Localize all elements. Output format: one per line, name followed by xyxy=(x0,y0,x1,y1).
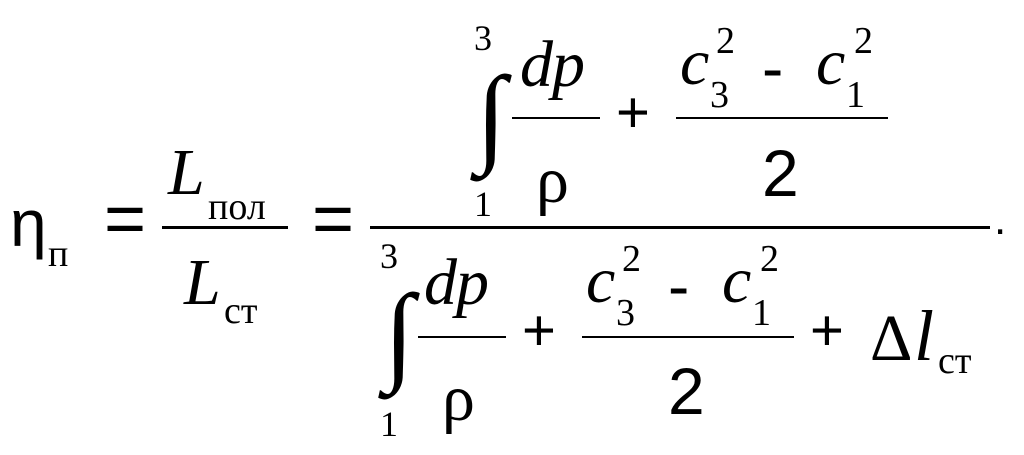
delta-symbol: Δ xyxy=(870,302,913,375)
den-integral-lower-limit: 1 xyxy=(380,404,398,444)
num-plus-1: + xyxy=(616,80,650,145)
den-d: d xyxy=(424,246,457,319)
den-integral-upper-limit: 3 xyxy=(380,236,398,276)
den-dp-fraction-bar xyxy=(418,336,506,338)
num-c3-superscript: 2 xyxy=(716,20,735,62)
num-c3-subscript: 3 xyxy=(710,74,729,116)
den-c3-subscript: 3 xyxy=(616,292,635,334)
eta-symbol: η xyxy=(10,186,47,260)
num-dp-fraction-bar xyxy=(512,117,600,119)
den-integral-sign: ∫ xyxy=(384,272,415,394)
den-minus: - xyxy=(668,250,690,322)
den-c1-subscript: 1 xyxy=(752,292,771,334)
num-p: p xyxy=(552,28,585,101)
num-d: d xyxy=(520,28,553,101)
num-c3: c xyxy=(680,26,710,99)
period: . xyxy=(994,195,1007,244)
num-c1-subscript: 1 xyxy=(846,74,865,116)
num-integral-sign: ∫ xyxy=(476,54,507,176)
num-minus: - xyxy=(762,32,784,104)
den-rho: ρ xyxy=(442,362,475,435)
num-two-denominator: 2 xyxy=(762,136,799,210)
den-c1-superscript: 2 xyxy=(760,238,779,280)
den-plus-2: + xyxy=(810,298,844,363)
main-fraction-bar xyxy=(370,226,990,229)
num-c1: c xyxy=(816,26,846,99)
l-st-loss-subscript: ст xyxy=(938,340,972,382)
eta-subscript: п xyxy=(48,233,69,275)
l-st-loss-letter: l xyxy=(914,296,935,376)
l-st-subscript: ст xyxy=(224,290,258,332)
den-p: p xyxy=(456,246,489,319)
den-two-denominator: 2 xyxy=(668,354,705,428)
num-rho: ρ xyxy=(536,144,569,217)
l-pol-letter: L xyxy=(168,136,205,209)
den-c1: c xyxy=(722,244,752,317)
l-pol-subscript: пол xyxy=(208,186,266,228)
num-integral-lower-limit: 1 xyxy=(474,184,492,224)
num-integral-upper-limit: 3 xyxy=(474,18,492,58)
fraction-bar-small xyxy=(162,226,288,229)
den-c-fraction-bar xyxy=(582,336,794,338)
den-c3: c xyxy=(586,244,616,317)
num-c1-superscript: 2 xyxy=(854,20,873,62)
equals-sign-1: = xyxy=(104,179,147,259)
den-plus-1: + xyxy=(522,298,556,363)
equals-sign-2: = xyxy=(312,179,355,259)
l-st-letter: L xyxy=(184,246,221,319)
den-c3-superscript: 2 xyxy=(622,238,641,280)
num-c-fraction-bar xyxy=(676,117,888,119)
